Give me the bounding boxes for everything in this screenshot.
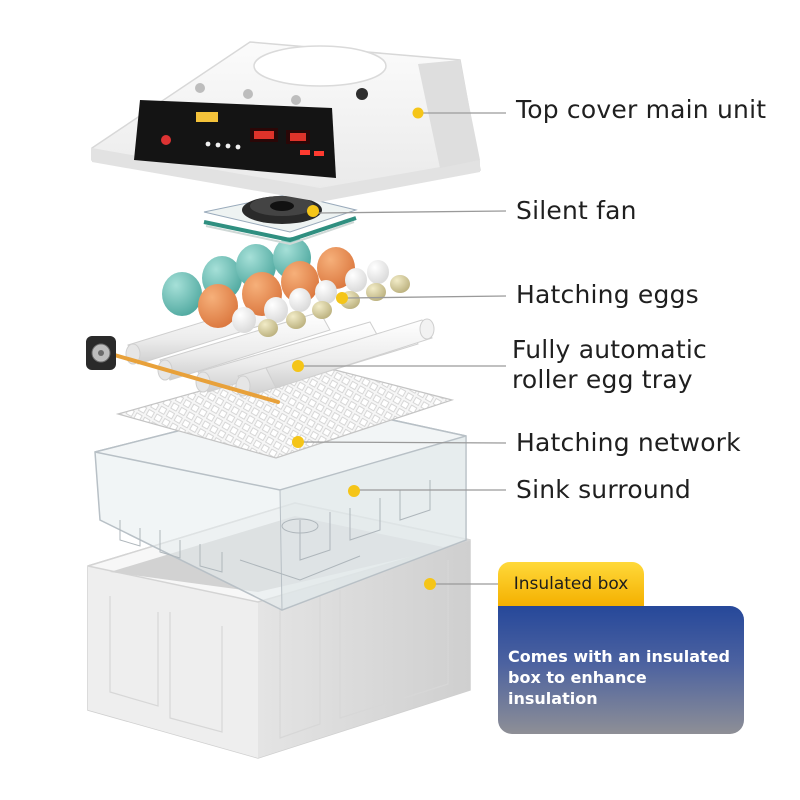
- vent-fan-icon: [195, 83, 301, 105]
- panel-buttons: [205, 141, 324, 156]
- egg-quail: [390, 275, 410, 293]
- egg-orange: [198, 284, 238, 328]
- sink-surround: [94, 399, 467, 611]
- egg-white: [232, 307, 256, 333]
- callout-dots: [292, 107, 436, 590]
- roller: [265, 318, 435, 389]
- top-window: [253, 45, 387, 87]
- egg-quail: [258, 319, 278, 337]
- egg-orange: [281, 261, 319, 303]
- roller-egg-tray: [86, 301, 435, 404]
- hatching-eggs: [162, 237, 410, 337]
- power-button-icon: [161, 135, 171, 145]
- egg-quail: [286, 311, 306, 329]
- display-readouts: [250, 128, 310, 144]
- callout-lines: [299, 112, 507, 585]
- insulated-box-badge: Insulated box: [498, 562, 644, 606]
- drive-rod: [102, 350, 280, 404]
- callout-dot: [424, 578, 436, 590]
- label-silent-fan: Silent fan: [516, 196, 637, 225]
- label-top-cover: Top cover main unit: [516, 95, 767, 124]
- egg-white: [289, 288, 311, 312]
- top-cover-main-unit: [91, 41, 481, 202]
- label-sink-surround: Sink surround: [516, 475, 691, 504]
- callout-dot: [307, 205, 319, 217]
- callout-dot: [292, 360, 304, 372]
- egg-teal: [162, 272, 202, 316]
- control-panel: [134, 100, 336, 178]
- egg-white: [345, 268, 367, 292]
- insulated-box-note: Comes with an insulated box to enhance i…: [498, 606, 744, 734]
- egg-quail: [366, 283, 386, 301]
- brand-sticker: [196, 112, 218, 122]
- egg-white: [367, 260, 389, 284]
- egg-white: [315, 280, 337, 304]
- callout-dot: [348, 485, 360, 497]
- label-roller-tray-line2: roller egg tray: [512, 365, 693, 394]
- label-roller-tray-line1: Fully automatic: [512, 335, 707, 364]
- egg-quail: [312, 301, 332, 319]
- label-hatching-eggs: Hatching eggs: [516, 280, 699, 309]
- callout-dot: [412, 107, 424, 119]
- callout-dot: [292, 436, 304, 448]
- callout-dot: [336, 292, 348, 304]
- label-hatching-network: Hatching network: [516, 428, 741, 457]
- egg-white: [264, 297, 288, 323]
- turning-motor: [86, 336, 116, 370]
- vent-hole: [356, 88, 368, 100]
- silent-fan: [203, 193, 358, 246]
